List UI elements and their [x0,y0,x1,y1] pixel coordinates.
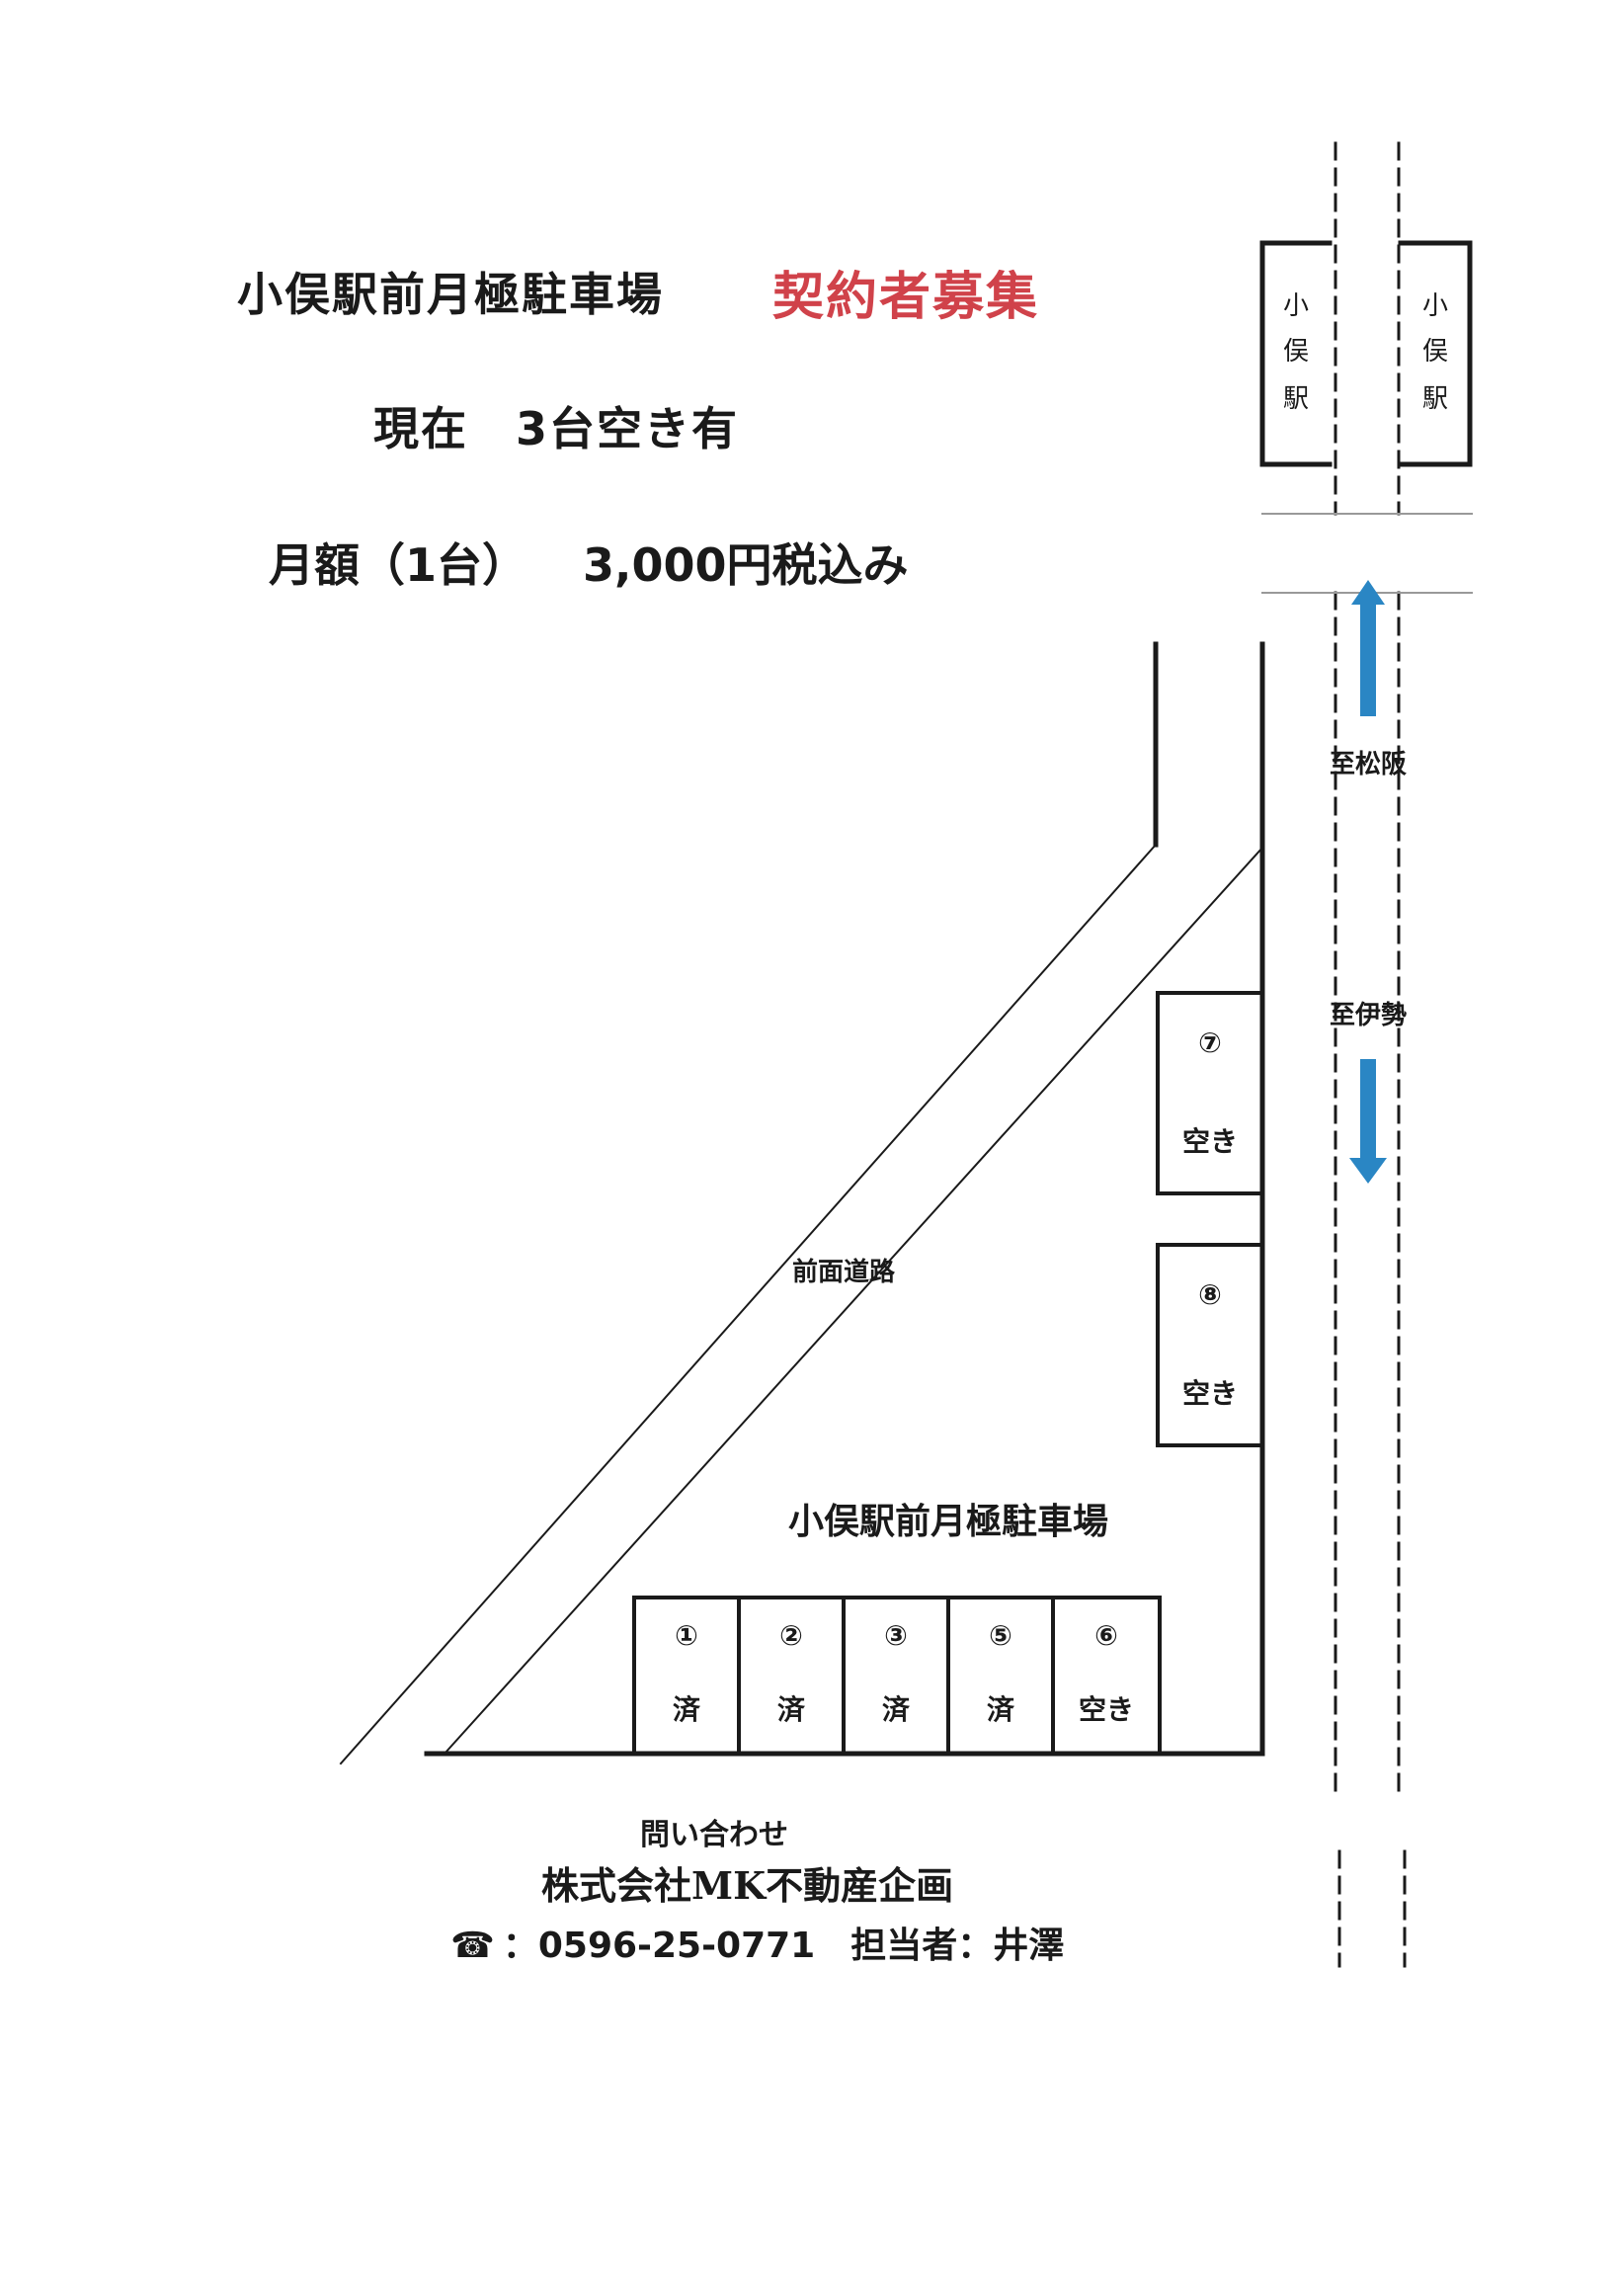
lot-name-label: 小俣駅前月極駐車場 [788,1502,1108,1542]
price-value: 3,000円税込み [583,538,909,592]
station-right-char-1: 小 [1422,291,1448,321]
to-ise-label: 至伊勢 [1330,1001,1407,1030]
space-2-status: 済 [777,1693,806,1726]
company-name: 株式会社MK不動産企画 [541,1863,954,1908]
space-8-status: 空き [1182,1377,1238,1410]
inquiry-heading: 問い合わせ [640,1818,788,1852]
space-8-number: ⑧ [1198,1278,1222,1311]
station-platform-right [1398,240,1473,467]
space-7-number: ⑦ [1198,1026,1222,1059]
arrow-up-icon [1351,580,1385,716]
space-5-number: ⑤ [989,1619,1012,1652]
station-left-char-3: 駅 [1283,384,1309,414]
space-6-status: 空き [1079,1693,1134,1726]
to-matsusaka-label: 至松阪 [1330,750,1407,779]
contact-line: ☎：0596-25-0771 担当者：井澤 [450,1917,1064,1968]
space-7-status: 空き [1182,1125,1238,1158]
space-5-status: 済 [987,1693,1015,1726]
station-platform-left [1259,240,1333,467]
front-road-label: 前面道路 [792,1257,896,1287]
road-edge-inner [443,846,1264,1756]
station-left-char-1: 小 [1283,291,1309,321]
space-6-number: ⑥ [1094,1619,1118,1652]
space-6-box [1051,1596,1162,1756]
space-3-status: 済 [882,1693,911,1726]
station-left-char-2: 俣 [1283,337,1309,367]
price-label: 月額（1台） [269,538,528,592]
page-title: 小俣駅前月極駐車場 [237,268,664,321]
space-7-box [1156,991,1264,1195]
space-1-number: ① [675,1619,698,1652]
phone-and-contact-person: ：0596-25-0771 担当者：井澤 [502,1926,1065,1966]
station-right-char-2: 俣 [1422,337,1448,367]
availability-text: 現在 3台空き有 [373,402,740,455]
space-8-box [1156,1243,1264,1447]
space-3-number: ③ [884,1619,908,1652]
arrow-down-icon [1349,1059,1387,1184]
space-2-number: ② [779,1619,803,1652]
phone-icon: ☎ [450,1926,495,1966]
space-1-status: 済 [673,1693,701,1726]
station-right-char-3: 駅 [1422,384,1448,414]
road-edge-outer [339,843,1158,1765]
recruit-heading: 契約者募集 [772,268,1040,327]
